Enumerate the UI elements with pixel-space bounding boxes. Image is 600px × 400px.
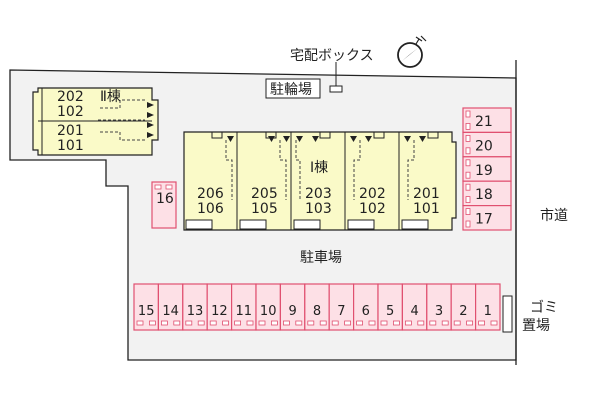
parking-1-number: 1 [484,304,492,319]
building-2-unit-201: 201 [57,123,84,139]
parking-8-number: 8 [313,304,321,319]
parking-17-number: 17 [475,212,493,228]
building-1: Ⅰ棟 206 106 205 105 203 103 202 102 201 1… [183,131,457,231]
parking-space-10: 10 [255,283,281,331]
parking-lot-label: 駐車場 [300,249,342,266]
parking-5-number: 5 [386,304,394,319]
parking-15-number: 15 [138,304,155,319]
parking-space-20: 20 [462,131,512,158]
building-1-unit-101: 101 [413,201,440,217]
parking-12-number: 12 [211,304,228,319]
parking-right-group: 21 20 19 18 17 [462,107,512,231]
parking-space-5: 5 [377,283,403,331]
parking-space-8: 8 [304,283,330,331]
parking-space-6: 6 [353,283,379,331]
compass-icon [397,35,427,68]
parking-space-17: 17 [462,205,512,231]
parking-space-7: 7 [328,283,355,331]
parking-space-3: 3 [426,283,452,331]
building-1-unit-203: 203 [305,186,332,202]
building-1-unit-103: 103 [305,201,332,217]
parking-space-19: 19 [462,156,512,182]
building-2-name: Ⅱ棟 [100,89,121,105]
garbage-area-label-line2: 置場 [522,318,550,334]
parking-space-1: 1 [475,283,501,331]
parking-18-number: 18 [475,187,493,203]
bicycle-parking-label: 駐輪場 [270,81,312,98]
delivery-box [329,85,343,93]
parking-21-number: 21 [475,114,493,130]
parking-bottom-group: 15 14 13 12 11 10 9 8 7 6 5 4 3 2 1 [133,283,501,331]
building-1-unit-102: 102 [359,201,386,217]
garbage-area-label-line1: ゴミ [530,299,558,316]
parking-space-15: 15 [133,283,159,331]
parking-19-number: 19 [475,163,493,179]
bicycle-parking-box [265,78,321,99]
parking-11-number: 11 [236,304,253,319]
parking-10-number: 10 [260,304,277,319]
parking-13-number: 13 [187,304,204,319]
parking-16-number: 16 [156,191,174,207]
delivery-box-label: 宅配ボックス [290,48,374,64]
parking-space-16: 16 [151,181,177,229]
parking-4-number: 4 [410,304,418,319]
parking-14-number: 14 [162,304,179,319]
parking-space-12: 12 [206,283,233,331]
parking-7-number: 7 [337,304,345,319]
parking-space-18: 18 [462,180,512,207]
building-1-unit-202: 202 [359,186,386,202]
parking-20-number: 20 [475,138,493,154]
parking-3-number: 3 [435,304,443,319]
parking-space-9: 9 [279,283,306,331]
building-1-unit-205: 205 [251,186,278,202]
parking-9-number: 9 [288,304,296,319]
parking-space-2: 2 [450,283,477,331]
parking-space-21: 21 [462,107,512,133]
parking-space-13: 13 [182,283,208,331]
city-road-label: 市道 [540,207,568,224]
parking-space-4: 4 [401,283,428,331]
building-1-unit-106: 106 [197,201,224,217]
parking-6-number: 6 [362,304,370,319]
building-2-unit-101: 101 [57,138,84,154]
building-1-unit-105: 105 [251,201,278,217]
building-2: Ⅱ棟 202 102 201 101 [32,87,159,156]
building-1-unit-201: 201 [413,186,440,202]
parking-2-number: 2 [459,304,467,319]
garbage-area-box [502,295,513,333]
building-1-unit-206: 206 [197,186,224,202]
building-2-unit-102: 102 [57,104,84,120]
parking-space-11: 11 [231,283,257,331]
parking-space-14: 14 [157,283,184,331]
building-1-name: Ⅰ棟 [310,160,328,176]
building-2-unit-202: 202 [57,89,84,105]
